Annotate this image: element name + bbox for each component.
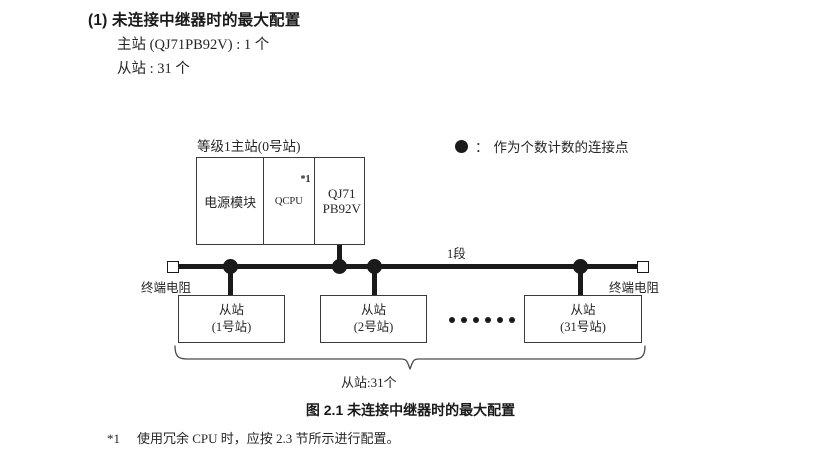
ellipsis-dot bbox=[449, 317, 455, 323]
terminating-resistor-right-label: 终端电阻 bbox=[609, 281, 660, 295]
slave-group-brace-label: 从站:31个 bbox=[341, 375, 397, 390]
legend-label: 作为个数计数的连接点 bbox=[493, 140, 629, 155]
figure-caption: 图 2.1 未连接中继器时的最大配置 bbox=[305, 402, 516, 418]
slave-station-number: (1号站) bbox=[211, 320, 252, 334]
connection-point-dot bbox=[332, 259, 347, 274]
master-station-count-line: 主站 (QJ71PB92V) : 1 个 bbox=[117, 37, 270, 53]
footnote-mark: *1 bbox=[107, 431, 120, 446]
master-drop-line bbox=[337, 245, 342, 268]
terminating-resistor-left-icon bbox=[167, 261, 179, 273]
slave-station-box: 从站 (31号站) bbox=[524, 295, 642, 343]
legend: ： 作为个数计数的连接点 bbox=[455, 136, 629, 156]
slave-station-name: 从站 bbox=[218, 303, 244, 318]
slave-drop-line bbox=[372, 269, 377, 296]
power-supply-module-label: 电源模块 bbox=[204, 194, 257, 210]
slave-station-box: 从站 (2号站) bbox=[320, 295, 427, 343]
terminating-resistor-right-icon bbox=[637, 261, 649, 273]
ellipsis-dot bbox=[509, 317, 515, 323]
slave-station-name: 从站 bbox=[360, 303, 386, 318]
ellipsis-dot bbox=[485, 317, 491, 323]
slave-station-number: (31号站) bbox=[560, 320, 606, 334]
qcpu-module-label: QCPU bbox=[274, 195, 303, 207]
legend-colon: ： bbox=[475, 140, 489, 155]
ellipsis-dots bbox=[449, 314, 515, 326]
profibus-bus-line bbox=[176, 264, 638, 269]
connection-point-dot bbox=[223, 259, 238, 274]
qcpu-module-cell: QCPU *1 bbox=[264, 158, 315, 244]
brace-icon bbox=[174, 345, 646, 370]
qj71pb92v-label-line1: QJ71 bbox=[328, 185, 356, 201]
slave-station-name: 从站 bbox=[570, 303, 596, 318]
slave-drop-line bbox=[228, 269, 233, 296]
filled-circle-icon bbox=[455, 139, 468, 153]
ellipsis-dot bbox=[461, 317, 467, 323]
segment-label: 1段 bbox=[447, 247, 466, 261]
footnote: *1 使用冗余 CPU 时，应按 2.3 节所示进行配置。 bbox=[107, 428, 400, 447]
connection-point-dot bbox=[367, 259, 382, 274]
footnote-text: 使用冗余 CPU 时，应按 2.3 节所示进行配置。 bbox=[137, 431, 400, 446]
slave-station-count-line: 从站 : 31 个 bbox=[117, 61, 190, 77]
qj71pb92v-module-cell: QJ71 PB92V bbox=[315, 158, 364, 244]
slave-station-number: (2号站) bbox=[353, 320, 394, 334]
master-module-assembly: 电源模块 QCPU *1 QJ71 PB92V bbox=[196, 157, 365, 245]
qcpu-footnote-mark: *1 bbox=[300, 174, 311, 185]
connection-point-dot bbox=[573, 259, 588, 274]
section-heading: (1) 未连接中继器时的最大配置 bbox=[88, 12, 301, 29]
master-station-label: 等级1主站(0号站) bbox=[197, 139, 301, 154]
power-supply-module-cell: 电源模块 bbox=[197, 158, 265, 244]
slave-station-box: 从站 (1号站) bbox=[178, 295, 285, 343]
qj71pb92v-label-line2: PB92V bbox=[322, 201, 361, 216]
slave-group-brace bbox=[173, 345, 647, 371]
ellipsis-dot bbox=[497, 317, 503, 323]
ellipsis-dot bbox=[473, 317, 479, 323]
terminating-resistor-left-label: 终端电阻 bbox=[141, 281, 192, 295]
slave-drop-line bbox=[578, 269, 583, 296]
